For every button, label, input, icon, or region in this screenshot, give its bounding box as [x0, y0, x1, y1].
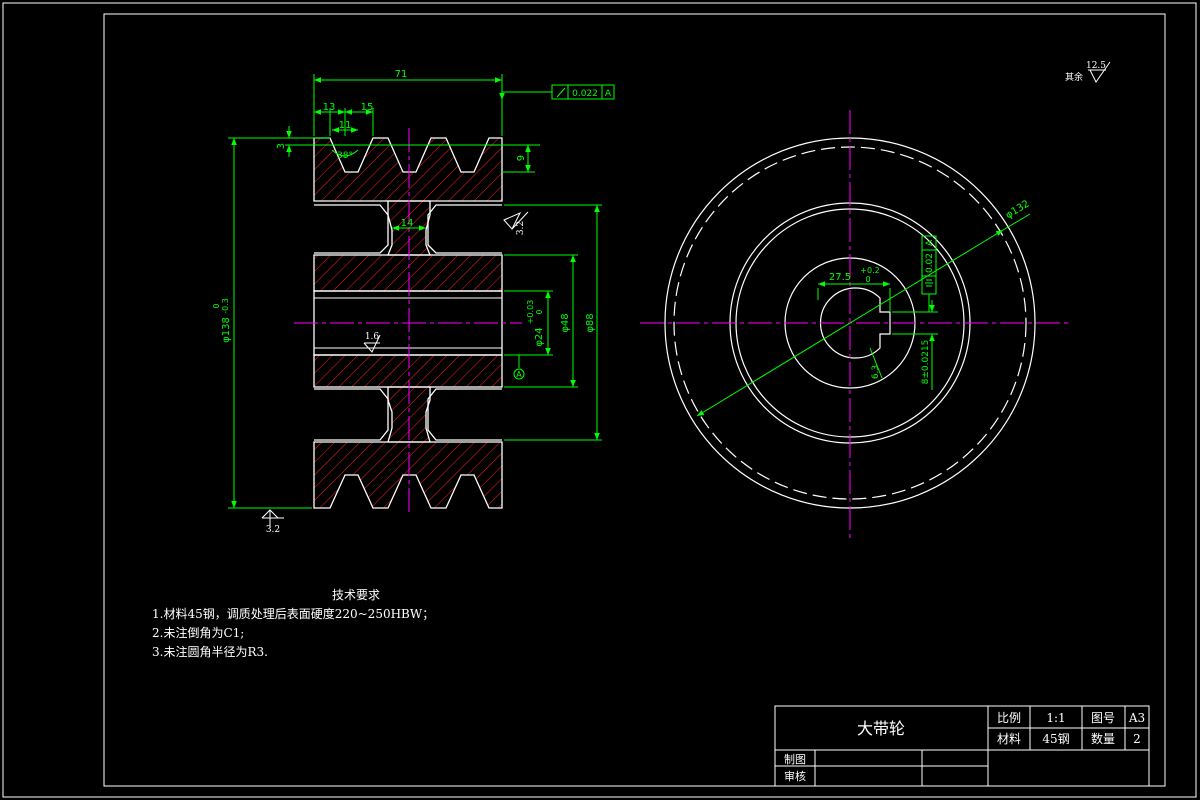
dim-groove-angle: 38° — [337, 151, 353, 161]
notes-title: 技术要求 — [332, 588, 381, 602]
scale-value: 1:1 — [1046, 711, 1065, 725]
roughness-rest-value: 12.5 — [1086, 61, 1106, 71]
section-labels: 71 13 15 11 38° 3 9 14 φ138 0 -0.3 φ24 +… — [212, 61, 1106, 535]
end-view-labels: φ132 27.5 +0.2 0 8±0.0215 6.3 0.02 A — [829, 199, 1032, 385]
lower-window-right — [427, 388, 502, 441]
scale-label: 比例 — [997, 711, 1021, 725]
dim-keyway-radius: 6.3 — [871, 365, 881, 379]
runout-value: 0.022 — [572, 89, 598, 99]
upper-rim-section — [313, 137, 503, 202]
drawing-no-label: 图号 — [1091, 711, 1115, 725]
dim-hub-dia: φ48 — [560, 313, 571, 332]
lower-window — [314, 388, 389, 441]
dim-groove-depth: 9 — [516, 155, 527, 161]
dim-outer-dia: φ138 — [221, 317, 232, 343]
roughness-hub: 1.6 — [365, 332, 380, 342]
technical-notes: 技术要求 1.材料45钢，调质处理后表面硬度220~250HBW； 2.未注倒角… — [152, 586, 434, 662]
note-item: 2.未注倒角为C1; — [152, 626, 245, 640]
dim-web-thickness: 14 — [401, 218, 414, 229]
dim-keyway-depth: 27.5 — [829, 272, 851, 283]
dim-bore-dia-tol-lower: 0 — [535, 309, 544, 314]
dim-outer-dia-tol-upper: 0 — [212, 303, 221, 308]
symmetry-datum: A — [925, 239, 935, 246]
lower-hub-section — [313, 354, 503, 388]
dim-groove-top-width: 11 — [339, 120, 352, 131]
datum-a-marker: A — [516, 370, 522, 379]
dim-overall-width: 71 — [395, 69, 408, 80]
note-item: 3.未注圆角半径为R3. — [152, 645, 268, 659]
qty-value: 2 — [1133, 732, 1141, 746]
dim-pitch-dia: φ132 — [1004, 199, 1032, 222]
drawing-frame — [103, 13, 1166, 787]
symmetry-value: 0.02 — [925, 253, 935, 273]
dim-keyway-depth-tol-lower: 0 — [865, 275, 870, 284]
dim-bore-dia-tol-upper: +0.03 — [526, 300, 535, 325]
section-dimensions — [228, 74, 615, 509]
part-name: 大带轮 — [857, 719, 905, 738]
material-label: 材料 — [997, 732, 1021, 746]
dim-outer-dia-tol-lower: -0.3 — [221, 298, 230, 314]
roughness-rest-label: 其余 — [1065, 71, 1083, 83]
drawing-no-value: A3 — [1128, 711, 1145, 725]
dim-groove-top-offset: 3 — [276, 143, 287, 149]
roughness-rim: 3.2 — [266, 525, 280, 535]
lower-rim-section — [313, 441, 503, 509]
dim-groove-pitch: 15 — [361, 102, 374, 113]
qty-label: 数量 — [1091, 731, 1115, 746]
drawn-label: 制图 — [784, 753, 806, 766]
dim-keyway-depth-tol-upper: +0.2 — [860, 266, 879, 275]
roughness-symbols — [261, 61, 1111, 528]
section-view — [294, 128, 522, 515]
upper-window-right — [427, 204, 502, 254]
end-view — [640, 110, 1070, 540]
dim-keyway-width: 8±0.0215 — [921, 340, 931, 385]
upper-window — [314, 204, 389, 254]
runout-datum: A — [605, 89, 612, 99]
title-block-text: 大带轮 比例 1:1 图号 A3 材料 45钢 数量 2 制图 审核 — [784, 711, 1145, 783]
note-item: 1.材料45钢，调质处理后表面硬度220~250HBW； — [152, 607, 435, 621]
checked-label: 审核 — [784, 769, 806, 783]
dim-groove-pitch-first: 13 — [323, 102, 336, 113]
material-value: 45钢 — [1042, 732, 1069, 746]
roughness-bore: 3.2 — [516, 221, 526, 235]
title-block — [774, 705, 1150, 787]
dim-web-dia: φ88 — [585, 313, 596, 332]
upper-hub-section — [313, 254, 503, 292]
end-view-dimensions — [696, 213, 1031, 417]
dim-bore-dia: φ24 — [534, 327, 545, 346]
